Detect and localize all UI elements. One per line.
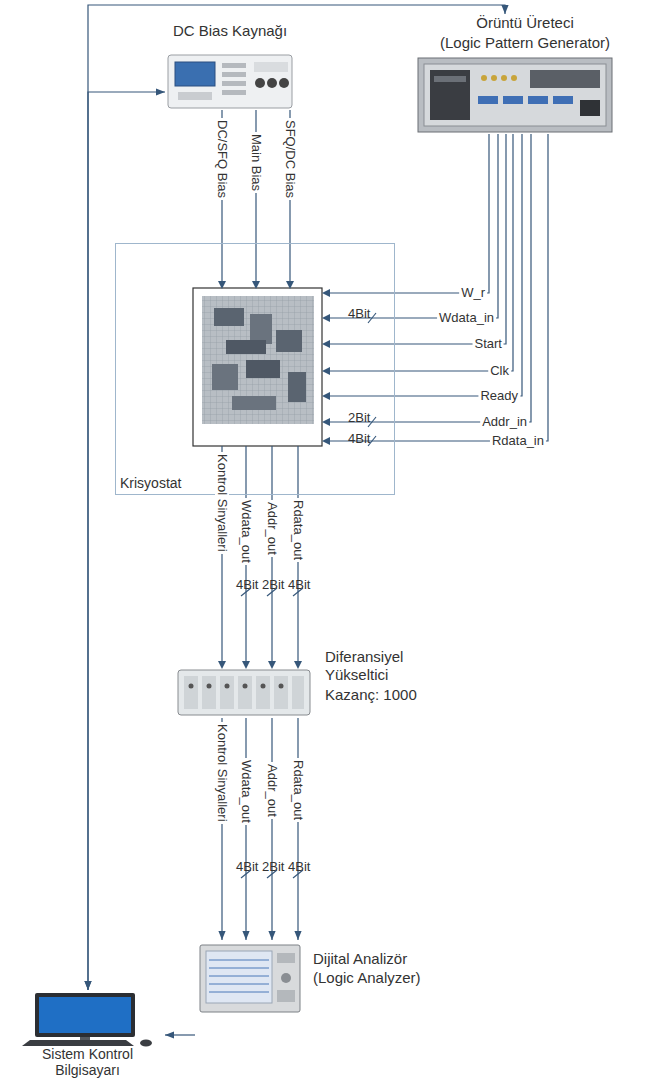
signal-label: Wdata_in bbox=[437, 311, 496, 325]
instrument-node: DC Bias Kaynağı bbox=[165, 22, 295, 110]
signal-label: Kontrol Sinyalleri bbox=[215, 452, 229, 554]
edge-label: Rdata_out bbox=[291, 758, 305, 822]
connector bbox=[88, 5, 505, 990]
bias-arrowheads bbox=[218, 281, 294, 289]
bit-width-label: 4Bit bbox=[288, 860, 310, 874]
dc-source-illustration bbox=[168, 55, 292, 108]
instrument-title: Dijital Analizör bbox=[313, 950, 438, 968]
bit-width-label: 4Bit bbox=[236, 578, 258, 592]
signal-label: W_r bbox=[459, 286, 487, 300]
edge-label: Kontrol Sinyalleri bbox=[215, 722, 229, 824]
signal-label: Addr_in bbox=[480, 415, 529, 429]
pattern-generator-illustration bbox=[418, 58, 612, 132]
bit-width-label: 2Bit bbox=[262, 860, 284, 874]
bit-width-label: 4Bit bbox=[348, 432, 370, 446]
instrument-node: Dijital Analizör(Logic Analyzer) bbox=[195, 940, 440, 1015]
instrument-node: Diferansiyel YükselticiKazanç: 1000 bbox=[175, 646, 430, 718]
instrument-subtitle: (Logic Pattern Generator) bbox=[400, 34, 650, 52]
connector bbox=[297, 718, 298, 940]
cryostat-box: Krisyostat bbox=[115, 243, 395, 495]
bit-width-label: 4Bit bbox=[288, 578, 310, 592]
bias-label: DC/SFQ Bias bbox=[215, 118, 229, 200]
connector bbox=[221, 718, 222, 940]
instrument-title: Diferansiyel Yükseltici bbox=[325, 648, 425, 684]
cryostat-title: Krisyostat bbox=[120, 474, 240, 492]
instrument-title: Sistem Kontrol Bilgisayarı bbox=[22, 1046, 153, 1078]
edge-label: Addr_out bbox=[265, 762, 279, 819]
connector bbox=[271, 718, 272, 940]
connector bbox=[245, 718, 246, 940]
amplifier-illustration bbox=[178, 670, 310, 715]
bit-width-label: 2Bit bbox=[348, 411, 370, 425]
bit-width-label: 4Bit bbox=[348, 307, 370, 321]
computer-illustration bbox=[22, 993, 152, 1047]
signal-label: Rdata_in bbox=[490, 434, 546, 448]
instrument-node: Örüntü Üreteci (Logic Pattern Generator) bbox=[400, 14, 650, 134]
logic-analyzer-illustration bbox=[200, 945, 300, 1012]
gain-text: Kazanç: 1000 bbox=[325, 686, 430, 704]
instrument-title: Örüntü Üreteci bbox=[400, 14, 650, 32]
bit-width-label: 2Bit bbox=[262, 578, 284, 592]
connector bbox=[88, 92, 165, 990]
computer-node: Sistem Kontrol Bilgisayarı bbox=[10, 990, 165, 1079]
signal-label: Clk bbox=[488, 364, 511, 378]
signal-label: Ready bbox=[478, 389, 520, 403]
bit-width-label: 4Bit bbox=[236, 860, 258, 874]
bias-label: Main Bias bbox=[249, 132, 263, 193]
signal-wires bbox=[330, 134, 548, 446]
instrument-subtitle: (Logic Analyzer) bbox=[313, 969, 438, 987]
signal-label: Wdata_out bbox=[239, 498, 253, 565]
bias-label: SFQ/DC Bias bbox=[283, 118, 297, 200]
connector bbox=[165, 1034, 195, 1035]
instrument-title: DC Bias Kaynağı bbox=[165, 22, 295, 40]
signal-arrowheads bbox=[322, 289, 330, 445]
edge-label: Wdata_out bbox=[239, 758, 253, 825]
output-wires bbox=[222, 446, 303, 878]
chip-illustration bbox=[193, 288, 322, 446]
output-arrowheads bbox=[218, 661, 302, 669]
signal-label: Start bbox=[473, 337, 504, 351]
signal-label: Rdata_out bbox=[291, 498, 305, 562]
signal-label: Addr_out bbox=[265, 500, 279, 557]
bias-wires bbox=[222, 110, 290, 282]
